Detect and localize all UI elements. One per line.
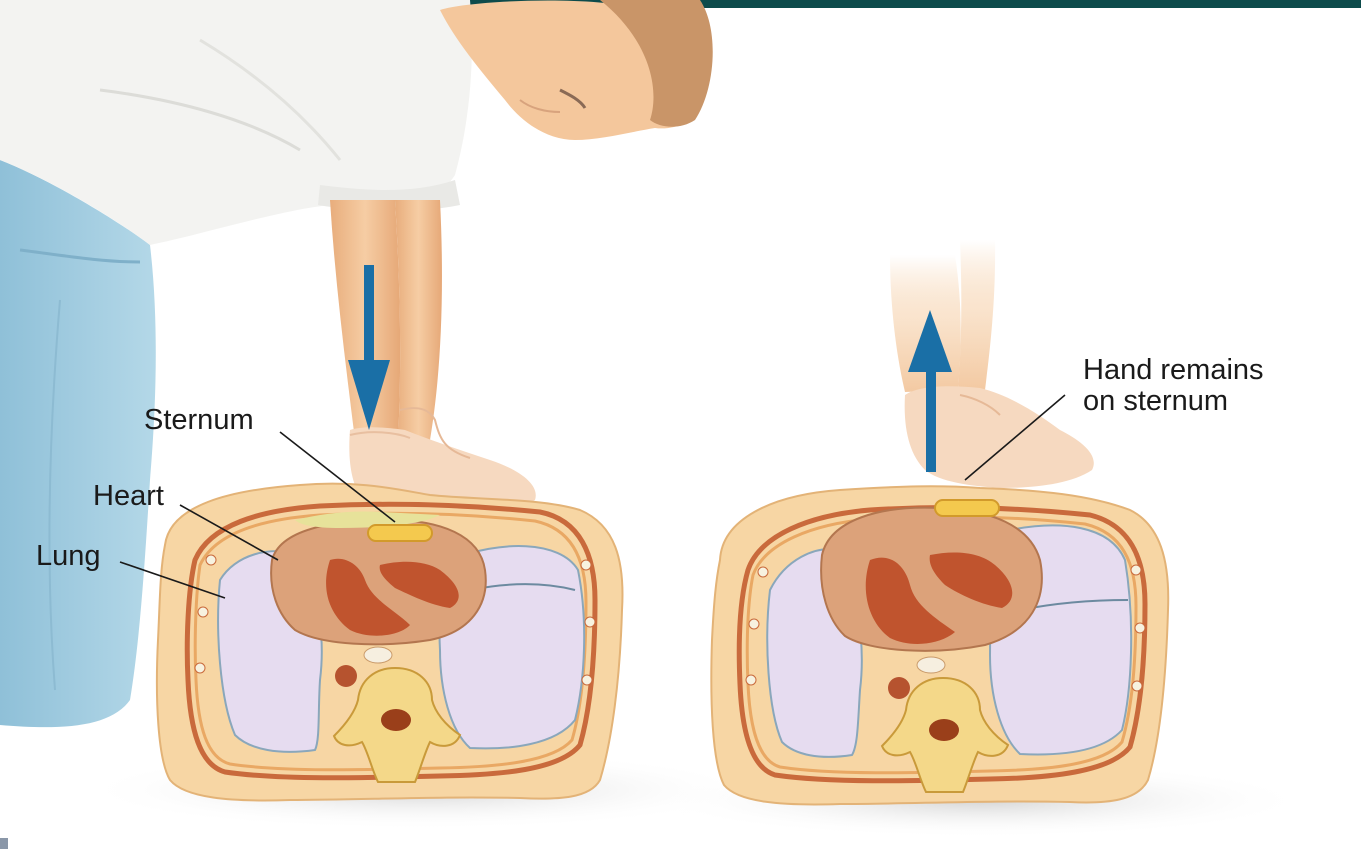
label-hand-line1: Hand remains [1083,355,1264,386]
right-arm-back [958,240,995,390]
label-heart: Heart [93,481,164,512]
left-sternum [368,525,432,541]
corner-marker [0,838,8,849]
pants [0,160,156,727]
left-arm-back [395,200,442,440]
right-sternum [935,500,999,516]
label-lung: Lung [36,541,101,572]
label-sternum: Sternum [144,405,254,436]
label-hand-line2: on sternum [1083,386,1264,417]
label-hand-remains: Hand remains on sternum [1083,355,1264,417]
right-chest-section [711,486,1168,804]
